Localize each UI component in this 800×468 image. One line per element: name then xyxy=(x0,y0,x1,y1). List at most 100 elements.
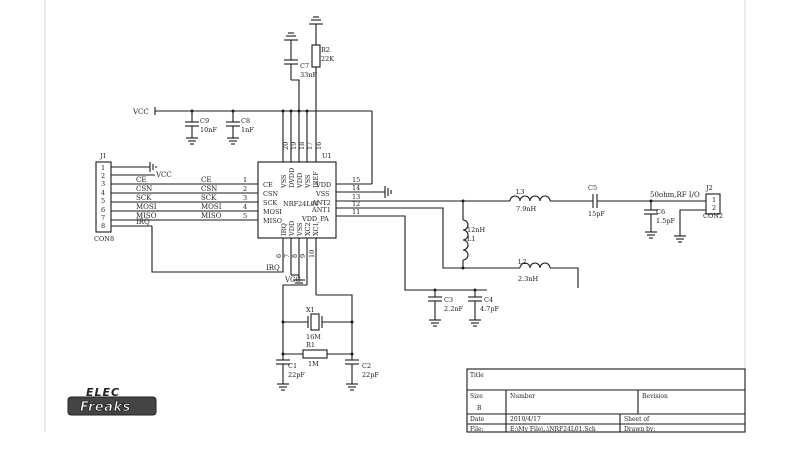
c2-ref: C2 xyxy=(362,362,371,370)
u1-pin-name-17: VSS xyxy=(304,175,312,190)
u1-pin-num-8: 8 xyxy=(291,254,299,258)
j1-pin-4: 4 xyxy=(101,189,105,197)
size-label: Size xyxy=(470,393,483,400)
date-label: Date xyxy=(470,416,485,423)
c9-ref: C9 xyxy=(200,117,209,125)
u1-pin-name-20: VSS xyxy=(280,175,288,190)
u1-pin-num-15: 15 xyxy=(352,176,360,184)
j1-net-irq: IRQ xyxy=(136,218,150,226)
c4-value: 4.7pF xyxy=(480,305,499,313)
j2-pin-1: 1 xyxy=(712,196,716,204)
l1-value: 12nH xyxy=(467,226,485,234)
number-label: Number xyxy=(510,393,535,400)
j2-pin-2: 2 xyxy=(712,204,716,212)
u1-pin-num-7: 7 xyxy=(283,254,291,258)
x1-value: 16M xyxy=(306,333,321,341)
c5-value: 15pF xyxy=(588,210,605,218)
u1-pin-num-2: 2 xyxy=(243,185,247,193)
j1-ref: J1 xyxy=(99,152,107,160)
r2-ref: R2 xyxy=(321,46,330,54)
j2-name: CON2 xyxy=(703,212,723,220)
net-label-mosi: MOSI xyxy=(201,203,222,211)
j1-pin-7: 7 xyxy=(101,214,105,222)
x1-ref: X1 xyxy=(306,306,315,314)
u1-body xyxy=(257,161,337,239)
u1-pin-num-12: 12 xyxy=(352,200,360,208)
rf-network: L3 7.9nH C5 15pF 50ohm,RF I/O C6 1.5pF J… xyxy=(372,184,723,327)
u1-pin-name-ce: CE xyxy=(263,181,273,189)
drawn-by-label: Drawn by: xyxy=(624,426,655,433)
c9-capacitor: C9 10nF xyxy=(185,111,217,145)
u1-pin-name-8: VSS xyxy=(296,223,304,238)
j1-body xyxy=(95,161,112,233)
j1-pin-1: 1 xyxy=(101,164,105,172)
u1-pin-num-1: 1 xyxy=(243,176,247,184)
sheet-label: Sheet of xyxy=(624,416,650,423)
u1-pin-name-18: VDD xyxy=(296,173,304,189)
c3-value: 2.2nF xyxy=(444,305,464,313)
c1-ref: C1 xyxy=(288,362,297,370)
r1-value: 1M xyxy=(308,360,319,368)
c8-value: 1nF xyxy=(241,126,254,134)
irq-net-label: IRQ xyxy=(266,264,280,272)
c8-ref: C8 xyxy=(241,117,250,125)
j1-net-miso: MISO xyxy=(136,212,157,220)
u1-pin-num-10: 10 xyxy=(308,250,316,258)
u1-pin-num-6: 6 xyxy=(275,254,283,258)
c2-value: 22pF xyxy=(362,371,379,379)
u1-pin-num-13: 13 xyxy=(352,193,360,201)
l3-ref: L3 xyxy=(516,188,524,196)
j2-connector xyxy=(705,193,721,215)
c4-ref: C4 xyxy=(484,296,493,304)
r1-ref: R1 xyxy=(306,341,315,349)
vcc-rail-label: VCC xyxy=(132,108,149,116)
vcc-bottom-label: VCC xyxy=(284,276,301,284)
elecfreaks-logo: ELEC Freaks xyxy=(67,386,157,416)
net-label-ce: CE xyxy=(201,176,211,184)
u1-pin-num-4: 4 xyxy=(243,203,247,211)
u1-pin-name-vdd-pa: VDD_PA xyxy=(301,215,329,223)
revision-label: Revision xyxy=(642,393,668,400)
r2-value: 22K xyxy=(321,55,334,63)
c7-ref: C7 xyxy=(300,62,309,70)
j1-net-sck: SCK xyxy=(136,194,152,202)
j1-pin-8: 8 xyxy=(101,222,105,230)
j1-net-csn: CSN xyxy=(136,185,152,193)
vcc-rail: VCC xyxy=(132,107,373,184)
net-label-csn: CSN xyxy=(201,185,217,193)
c7-value: 33nF xyxy=(300,71,317,79)
u1-pin-num-19: 19 xyxy=(290,142,298,150)
l2-ref: L2 xyxy=(518,258,526,266)
u1-pin-num-17: 17 xyxy=(306,142,314,150)
u1-chip: U1 NRF24L01 CE CSN SCK MOSI MISO VDD VSS… xyxy=(200,105,385,295)
logo-top-text: ELEC xyxy=(86,386,120,399)
r1-resistor xyxy=(302,349,328,359)
u1-pin-name-16: IREF xyxy=(312,171,320,188)
j1-net-mosi: MOSI xyxy=(136,203,157,211)
c3-ref: C3 xyxy=(444,296,453,304)
u1-pin-name-19: DVDD xyxy=(288,168,296,188)
j2-ref: J2 xyxy=(705,184,713,192)
l1-ref: L1 xyxy=(467,235,475,243)
l2-value: 2.3nH xyxy=(518,275,539,283)
date-value: 2010/4/17 xyxy=(510,416,541,423)
l3-value: 7.9nH xyxy=(516,205,537,213)
u1-pin-name-9: XC2 xyxy=(304,222,312,236)
u1-pin-num-9: 9 xyxy=(299,254,307,258)
u1-pin-name-miso: MISO xyxy=(263,217,282,225)
j1-net-ce: CE xyxy=(136,176,146,184)
title-label: Title xyxy=(470,372,484,379)
u1-pin-num-3: 3 xyxy=(243,194,247,202)
j1-vcc-label: VCC xyxy=(155,171,172,179)
j1-connector: J1 CON8 1 2 3 4 5 6 7 8 VCC CE CSN SCK M… xyxy=(94,152,284,273)
c6-ref: C6 xyxy=(656,208,665,216)
u1-pin-name-7: VDD xyxy=(288,221,296,237)
c6-value: 1.5pF xyxy=(656,217,675,225)
net-label-sck: SCK xyxy=(201,194,217,202)
u1-pin-name-ant1: ANT1 xyxy=(311,206,331,214)
c9-value: 10nF xyxy=(200,126,217,134)
j1-pin-3: 3 xyxy=(101,180,105,188)
u1-pin-num-14: 14 xyxy=(352,184,360,192)
j1-name: CON8 xyxy=(94,235,114,243)
